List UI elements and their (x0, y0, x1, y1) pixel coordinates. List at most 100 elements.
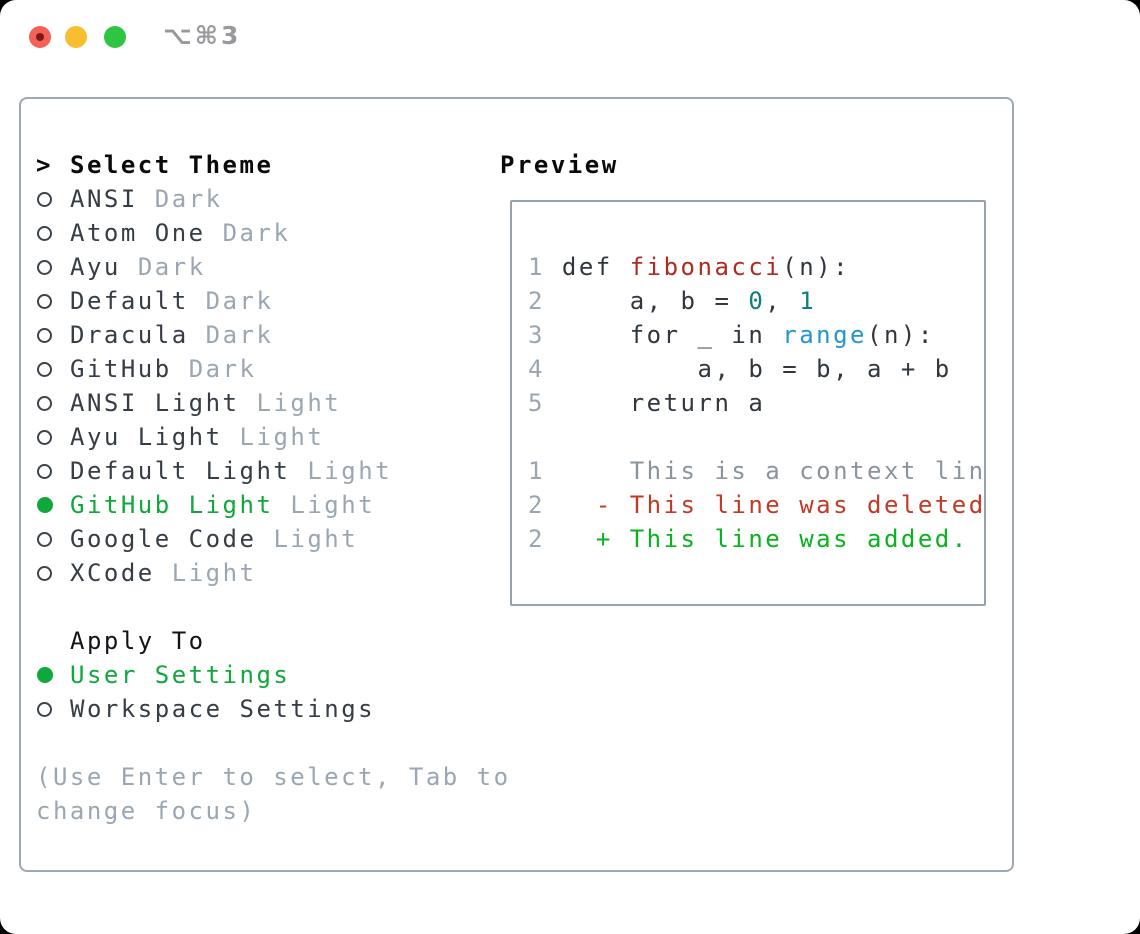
radio-unselected-icon (37, 463, 52, 479)
theme-option-google-code[interactable]: Google Code Light (36, 522, 496, 556)
zoom-button-icon[interactable] (104, 26, 126, 48)
select-theme-title: Select Theme (70, 151, 274, 179)
radio-marker (36, 531, 70, 547)
titlebar: ⌥⌘3 (0, 0, 1140, 74)
theme-option-label: Default Light (70, 457, 291, 485)
theme-option-ayu-light[interactable]: Ayu Light Light (36, 420, 496, 454)
token-num: 2 (528, 525, 545, 553)
theme-option-label: ANSI Light (70, 389, 240, 417)
apply-to-header: Apply To (36, 624, 496, 658)
token-plain: , (765, 287, 800, 315)
token-plain: return a (544, 389, 766, 417)
token-add: + This line was added. (595, 525, 969, 553)
diff-added-line: 2 + This line was added. (528, 522, 984, 556)
window-title: ⌥⌘3 (163, 21, 242, 50)
theme-option-label: Google Code (70, 525, 257, 553)
select-theme-header: > Select Theme (36, 148, 496, 182)
preview-code: 1 def fibonacci(n):2 a, b = 0, 1 3 for _ … (528, 250, 986, 556)
token-num: 2 (528, 287, 545, 315)
theme-variant-tag: Dark (205, 321, 274, 349)
keyboard-hint: (Use Enter to select, Tab to change focu… (36, 763, 511, 825)
radio-unselected-icon (37, 429, 52, 445)
theme-variant-tag: Light (171, 559, 257, 587)
diff-deleted-line: 2 - This line was deleted. (528, 488, 986, 522)
radio-marker (36, 565, 70, 581)
theme-option-xcode[interactable]: XCode Light (36, 556, 496, 590)
token-num: 3 (528, 321, 545, 349)
theme-variant-tag: Light (256, 389, 342, 417)
radio-unselected-icon (37, 531, 52, 547)
theme-option-label: Default (70, 287, 189, 315)
apply-option-workspace-settings[interactable]: Workspace Settings (36, 692, 496, 726)
preview-title: Preview (500, 151, 619, 179)
theme-option-ayu[interactable]: Ayu Dark (36, 250, 496, 284)
radio-unselected-icon (37, 361, 52, 377)
radio-marker (36, 225, 70, 241)
token-plain (545, 491, 596, 519)
theme-option-label: Ayu (70, 253, 121, 281)
theme-option-ansi-light[interactable]: ANSI Light Light (36, 386, 496, 420)
theme-option-atom-one[interactable]: Atom One Dark (36, 216, 496, 250)
cursor-icon: > (36, 151, 53, 179)
radio-marker (36, 259, 70, 275)
radio-unselected-icon (37, 259, 52, 275)
theme-option-label: Atom One (70, 219, 206, 247)
radio-selected-icon (37, 667, 53, 683)
minimize-button-icon[interactable] (65, 26, 87, 48)
token-plain: a, b = b, a + b (544, 355, 952, 383)
theme-variant-tag: Dark (222, 219, 291, 247)
token-num: 1 (528, 457, 545, 485)
blank-line (528, 420, 984, 454)
code-line: 4 a, b = b, a + b (528, 352, 984, 386)
theme-option-github[interactable]: GitHub Dark (36, 352, 496, 386)
radio-unselected-icon (37, 191, 52, 207)
token-plain: a, b = (544, 287, 749, 315)
token-plain: (n): (867, 321, 935, 349)
theme-option-label: Dracula (70, 321, 189, 349)
theme-option-github-light[interactable]: GitHub Light Light (36, 488, 496, 522)
radio-marker (36, 361, 70, 377)
theme-variant-tag: Dark (154, 185, 223, 213)
token-ctx: This is a context line. (544, 457, 986, 485)
radio-unselected-icon (37, 293, 52, 309)
theme-variant-tag: Dark (137, 253, 206, 281)
token-del: - This line was deleted. (595, 491, 986, 519)
code-line: 1 def fibonacci(n): (528, 250, 984, 284)
token-num: 4 (528, 355, 545, 383)
apply-option-user-settings[interactable]: User Settings (36, 658, 496, 692)
close-button-icon[interactable] (29, 26, 51, 48)
radio-marker (36, 429, 70, 445)
radio-marker (36, 667, 70, 683)
token-num: 5 (528, 389, 545, 417)
theme-option-dracula[interactable]: Dracula Dark (36, 318, 496, 352)
theme-variant-tag: Dark (188, 355, 257, 383)
theme-variant-tag: Light (239, 423, 325, 451)
token-builtin: range (782, 321, 867, 349)
theme-option-label: GitHub (70, 355, 172, 383)
radio-marker (36, 395, 70, 411)
code-line: 2 a, b = 0, 1 (528, 284, 984, 318)
radio-marker (36, 463, 70, 479)
token-plain: for _ in (544, 321, 783, 349)
radio-marker (36, 701, 70, 717)
theme-option-label: XCode (70, 559, 155, 587)
radio-marker (36, 327, 70, 343)
theme-option-label: Ayu Light (70, 423, 223, 451)
token-func: fibonacci (629, 253, 783, 281)
preview-box: 1 def fibonacci(n):2 a, b = 0, 1 3 for _ … (510, 200, 986, 606)
token-num: 2 (528, 491, 545, 519)
diff-context-line: 1 This is a context line. (528, 454, 986, 488)
apply-option-label: User Settings (70, 661, 291, 689)
radio-unselected-icon (37, 565, 52, 581)
theme-variant-tag: Light (273, 525, 359, 553)
theme-variant-tag: Light (290, 491, 376, 519)
theme-option-label: GitHub Light (70, 491, 274, 519)
radio-selected-icon (37, 497, 53, 513)
radio-unselected-icon (37, 701, 52, 717)
